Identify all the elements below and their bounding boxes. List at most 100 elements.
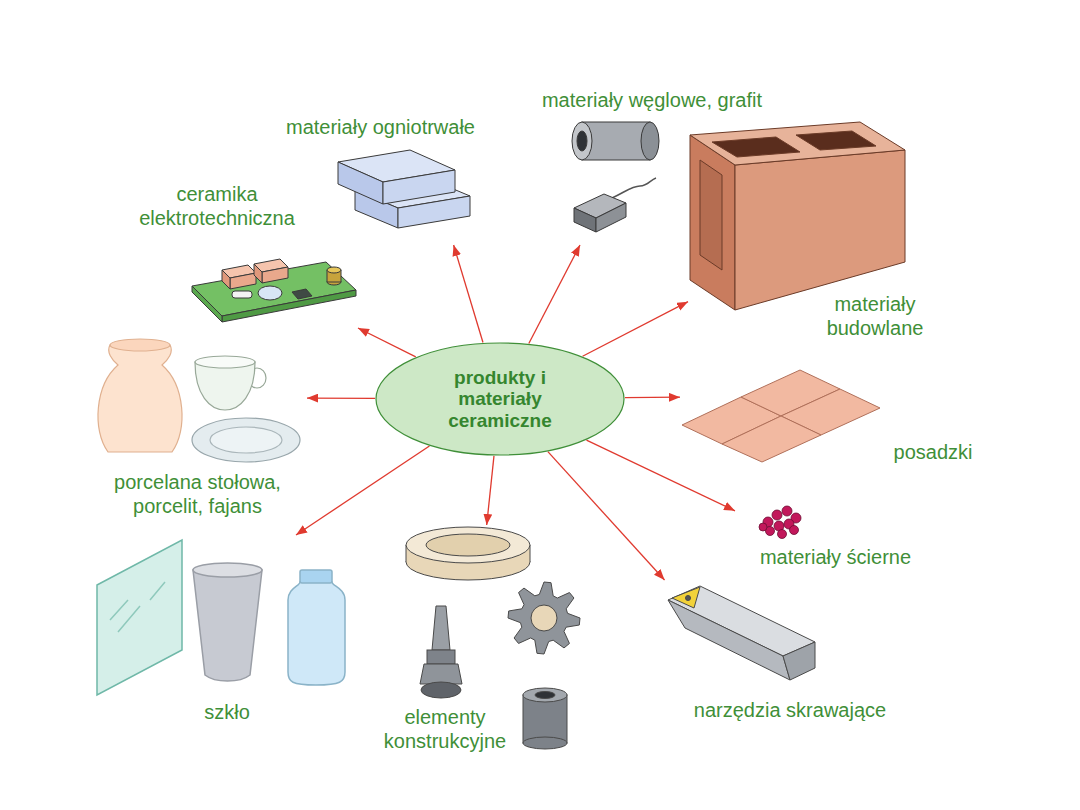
hollow-block-part: [690, 135, 735, 310]
category-group: posadzki: [680, 365, 985, 470]
category-group: porcelana stołowa, porcelit, fajans: [90, 335, 307, 530]
refractory-bricks: [338, 150, 470, 228]
category-label: materiały budowlane: [815, 292, 935, 340]
structural-parts-part: [427, 650, 455, 664]
circuit-board-part: [222, 290, 356, 322]
structural-parts-part: [531, 605, 557, 631]
floor-tiles-part: [722, 416, 821, 462]
porcelain-ware-part: [195, 362, 255, 410]
gear-part: [508, 582, 580, 654]
carbon-parts: [572, 122, 659, 232]
porcelain-ware-part: [98, 345, 182, 452]
porcelain-ware-part: [210, 427, 282, 453]
porcelain-ware-part: [110, 339, 170, 351]
category-group: materiały ścierne: [735, 500, 935, 578]
floor-tiles: [682, 370, 880, 462]
cutting-tool: [668, 586, 815, 680]
carbon-parts-part: [641, 122, 659, 160]
circuit-board-part: [327, 267, 341, 273]
refractory-bricks-part: [338, 162, 383, 204]
category-group: narzędzia skrawające: [660, 580, 920, 730]
circuit-board-part: [254, 264, 262, 283]
porcelain-ware: [98, 339, 300, 462]
category-label: narzędzia skrawające: [670, 698, 910, 722]
category-label: materiały ścierne: [738, 545, 933, 569]
category-label: posadzki: [883, 440, 983, 464]
glass-ware-part: [110, 582, 165, 632]
structural-parts-part: [432, 606, 450, 650]
central-label: produkty i materiały ceramiczne: [438, 367, 562, 431]
circuit-board-part: [262, 267, 288, 283]
structural-parts-part: [426, 534, 510, 556]
structural-parts-part: [421, 682, 461, 698]
arrow-connector: [296, 446, 429, 535]
hollow-block-part: [690, 122, 905, 165]
arrow-connector: [548, 452, 665, 580]
circuit-board-part: [192, 286, 222, 322]
arrow-connector: [487, 456, 494, 525]
circuit-board: [192, 259, 356, 322]
cutting-tool-part: [668, 600, 790, 680]
category-group: szkło: [90, 535, 355, 730]
hollow-block-part: [735, 150, 905, 310]
abrasive-grains: [759, 506, 801, 539]
structural-parts-part: [523, 737, 567, 749]
category-label: materiały ogniotrwałe: [258, 115, 503, 139]
central-ellipse: produkty i materiały ceramiczne: [375, 342, 625, 456]
hollow-block-part: [712, 137, 800, 157]
hollow-block-part: [796, 131, 876, 150]
arrow-connector: [358, 328, 416, 357]
category-label: elementy konstrukcyjne: [375, 705, 515, 753]
cutting-tool-part: [672, 587, 700, 608]
arrow-connector: [529, 245, 580, 344]
structural-parts-part: [523, 688, 567, 702]
glass-ware-part: [97, 540, 182, 695]
circuit-board-part: [292, 289, 312, 299]
arrow-connector: [307, 397, 375, 399]
category-group: materiały budowlane: [688, 122, 938, 347]
category-label: porcelana stołowa, porcelit, fajans: [90, 470, 305, 518]
category-group: materiały węglowe, grafit: [510, 85, 795, 245]
abrasive-grains-part: [759, 523, 767, 531]
category-label: materiały węglowe, grafit: [512, 88, 792, 112]
category-group: elementy konstrukcyjne: [370, 525, 585, 760]
hollow-block: [690, 122, 905, 310]
circuit-board-part: [232, 291, 252, 298]
structural-parts-part: [406, 527, 530, 563]
structural-parts-part: [535, 692, 555, 699]
carbon-parts-part: [572, 122, 592, 160]
circuit-board-part: [230, 273, 256, 289]
structural-parts-part: [420, 664, 462, 684]
circuit-board-part: [258, 286, 282, 300]
glass-ware-part: [288, 582, 345, 685]
glass-ware-part: [300, 570, 332, 583]
category-label: ceramika elektrotechniczna: [127, 182, 307, 230]
circuit-board-part: [222, 270, 230, 289]
carbon-parts-part: [577, 131, 587, 151]
category-label: szkło: [194, 700, 260, 724]
abrasive-grains-part: [782, 506, 792, 516]
refractory-bricks-part: [398, 196, 470, 228]
porcelain-ware-part: [195, 356, 255, 368]
glass-ware-part: [193, 563, 262, 577]
carbon-parts-part: [574, 208, 596, 232]
hollow-block-part: [700, 160, 722, 270]
arrow-connector: [583, 302, 688, 357]
arrow-connector: [454, 245, 483, 343]
abrasive-grains-part: [778, 530, 787, 539]
glass-ware-part: [193, 570, 262, 681]
cutting-tool-part: [686, 596, 691, 601]
cutting-tool-part: [783, 642, 815, 680]
arrow-connector: [586, 440, 735, 511]
glass-ware: [97, 540, 345, 695]
category-group: ceramika elektrotechniczna: [125, 180, 360, 328]
abrasive-grains-part: [790, 526, 799, 535]
arrow-connector: [625, 396, 680, 398]
refractory-bricks-part: [383, 170, 455, 204]
porcelain-ware-part: [192, 418, 300, 462]
carbon-parts-part: [612, 178, 656, 198]
abrasive-grains-part: [772, 510, 782, 520]
carbon-parts-part: [596, 203, 626, 232]
